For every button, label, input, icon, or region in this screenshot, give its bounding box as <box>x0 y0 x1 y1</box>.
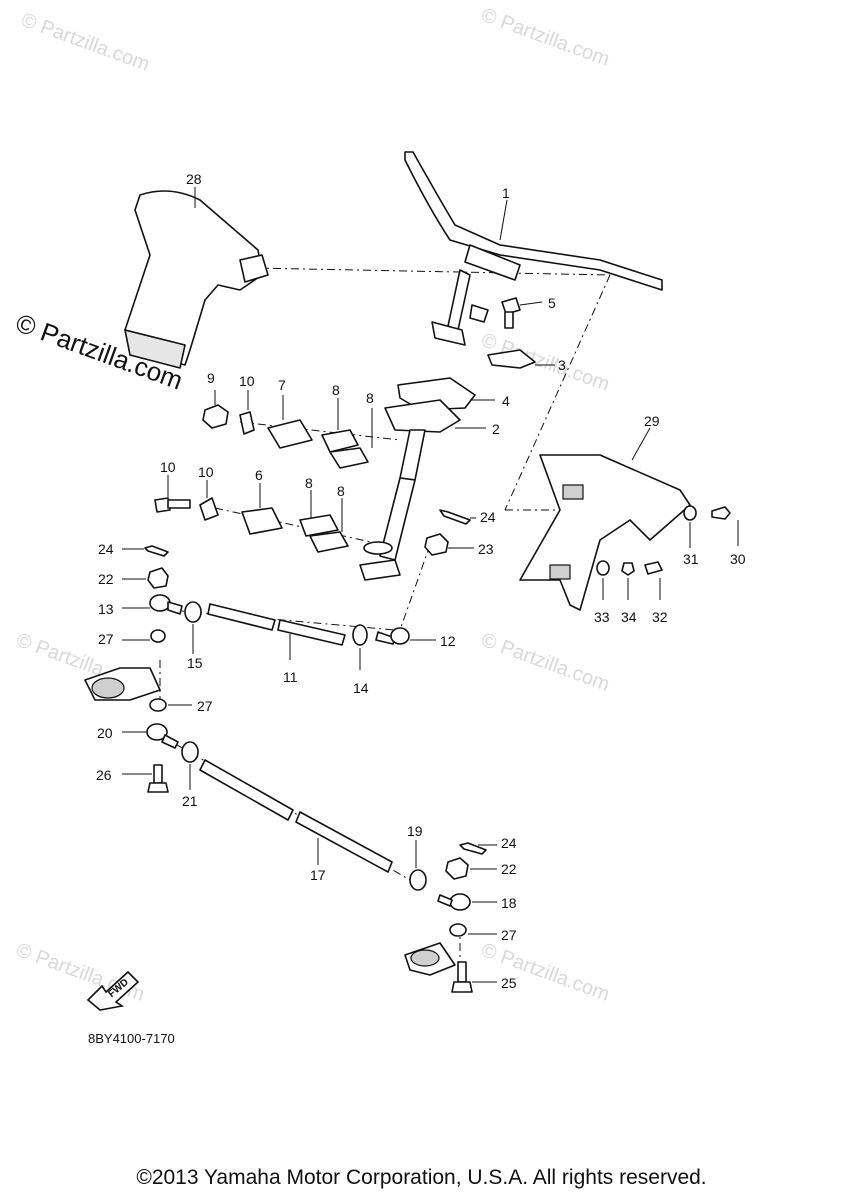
part-lower-clamp-set: 10 10 6 8 8 <box>154 459 349 553</box>
callout-27: 27 <box>98 631 114 647</box>
callout-14: 13 <box>98 601 114 617</box>
part-fasteners-32-34: 33 34 32 <box>594 560 668 625</box>
callout-22: 22 <box>98 571 114 587</box>
callout-21: 21 <box>182 793 198 809</box>
callout-17: 17 <box>310 867 326 883</box>
callout-3: 3 <box>558 357 566 373</box>
callout-31: 31 <box>683 551 699 567</box>
callout-15: 14 <box>353 680 369 696</box>
part-right-tierod: 24 22 18 27 25 <box>404 835 517 993</box>
part-pin-nut-23-24: 24 23 <box>424 509 496 557</box>
part-left-tierod-upper: 24 22 13 27 <box>98 541 183 647</box>
copyright-notice: ©2013 Yamaha Motor Corporation, U.S.A. A… <box>136 1166 707 1189</box>
watermark-faint: © Partzilla.com <box>478 939 612 1006</box>
callout-18: 18 <box>501 895 517 911</box>
watermark-faint: © Partzilla.com <box>478 4 612 71</box>
callout-8: 8 <box>305 475 313 491</box>
callout-10: 10 <box>239 373 255 389</box>
callout-25: 25 <box>501 975 517 991</box>
callout-32: 32 <box>652 609 668 625</box>
callout-10: 10 <box>198 464 214 480</box>
part-upper-clamp-set: 9 10 7 8 8 <box>202 370 374 469</box>
callout-11: 10 <box>160 459 176 475</box>
callout-24: 24 <box>480 509 496 525</box>
part-clamp-3: 3 <box>487 349 566 373</box>
callout-24: 24 <box>98 541 114 557</box>
part-handlebar: 1 <box>404 151 663 346</box>
part-rod-17-set: 21 17 19 <box>181 741 427 891</box>
callout-24: 24 <box>501 835 517 851</box>
callout-26: 26 <box>96 767 112 783</box>
part-left-tierod-lower: 27 20 26 <box>84 667 213 793</box>
faint-watermarks: © Partzilla.com © Partzilla.com © Partzi… <box>13 4 612 1006</box>
callout-7: 7 <box>278 377 286 393</box>
part-bolt-5: 5 <box>501 295 556 329</box>
callout-13: 12 <box>440 633 456 649</box>
callout-27: 27 <box>197 698 213 714</box>
callout-30: 30 <box>730 551 746 567</box>
callout-8: 8 <box>332 382 340 398</box>
callout-8: 8 <box>366 390 374 406</box>
callout-28: 28 <box>186 171 202 187</box>
callout-12: 11 <box>283 669 298 685</box>
watermark-faint: © Partzilla.com <box>478 629 612 696</box>
part-grip-cover: 28 <box>124 171 269 369</box>
callout-29: 29 <box>644 413 660 429</box>
diagram-code: 8BY4100-7170 <box>88 1031 175 1046</box>
callout-19: 20 <box>97 725 113 741</box>
part-rod-12-set: 15 11 14 12 <box>184 601 456 696</box>
callout-2: 2 <box>492 421 500 437</box>
part-cover-29: 29 <box>519 413 691 611</box>
callout-1: 1 <box>502 185 510 201</box>
callout-34: 34 <box>621 609 637 625</box>
callout-8: 8 <box>337 483 345 499</box>
callout-6: 6 <box>255 467 263 483</box>
callout-4: 4 <box>502 393 510 409</box>
callout-33: 33 <box>594 609 610 625</box>
watermark-faint: © Partzilla.com <box>18 9 152 76</box>
part-holder-4: 4 <box>397 377 510 411</box>
callout-22: 22 <box>501 861 517 877</box>
callout-9: 9 <box>207 370 215 386</box>
part-steering-column-2: 2 <box>359 399 500 581</box>
callout-16: 15 <box>187 655 203 671</box>
part-fasteners-30-31: 31 30 <box>683 505 746 567</box>
callout-20: 19 <box>407 823 423 839</box>
callout-27: 27 <box>501 927 517 943</box>
callout-5: 5 <box>548 295 556 311</box>
callout-23: 23 <box>478 541 494 557</box>
